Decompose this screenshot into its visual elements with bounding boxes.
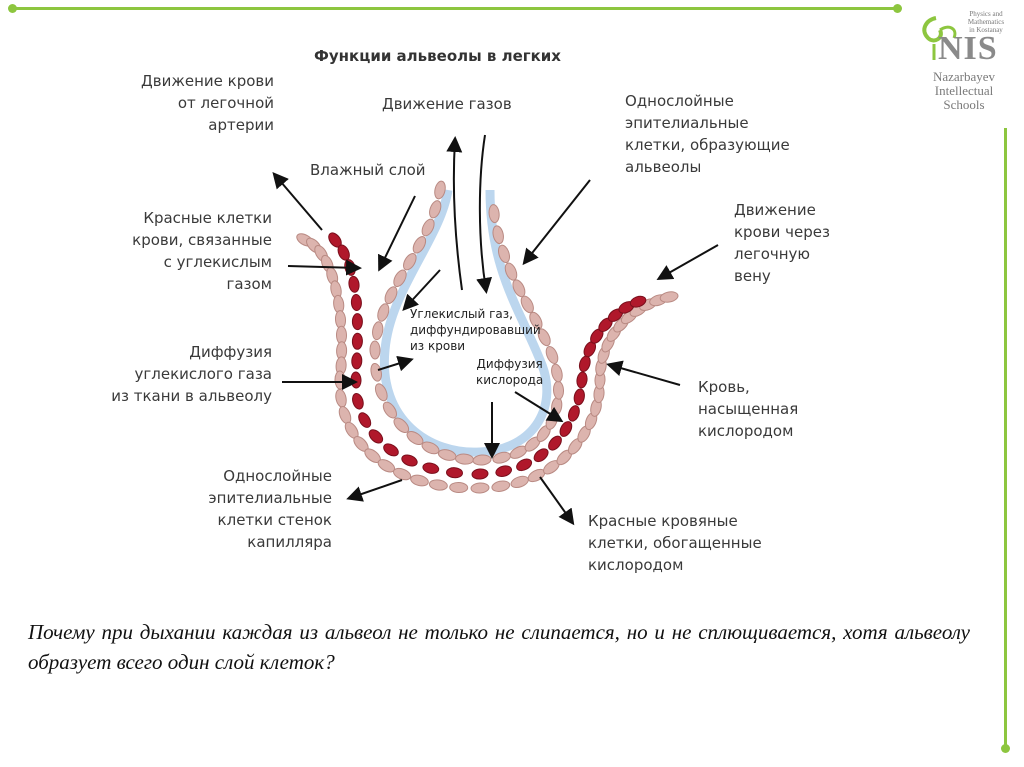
- label-moist-layer: Влажный слой: [310, 159, 426, 181]
- label-line: Однослойные: [196, 465, 332, 487]
- red-blood-cell: [558, 420, 574, 439]
- label-line: насыщенная: [698, 398, 798, 420]
- red-blood-cell: [576, 371, 588, 388]
- capillary-wall-cell: [471, 482, 490, 493]
- label-line: кислородом: [698, 420, 798, 442]
- epithelial-cell: [370, 341, 380, 359]
- red-blood-cell: [367, 427, 385, 445]
- label-line: эпителиальные: [196, 487, 332, 509]
- pointer-arrow: [610, 365, 680, 385]
- capillary-wall-cell: [450, 482, 468, 493]
- label-line: газом: [100, 273, 272, 295]
- label-line: Диффузия: [476, 356, 543, 372]
- label-line: из ткани в альвеолу: [86, 385, 272, 407]
- label-co2-diffused-blood: Углекислый газ, диффундировавший из кров…: [410, 306, 541, 354]
- pointer-arrow: [525, 180, 590, 262]
- label-line: легочную: [734, 243, 830, 265]
- label-line: Углекислый газ,: [410, 306, 541, 322]
- red-blood-cell: [351, 392, 365, 410]
- red-blood-cell: [546, 434, 564, 453]
- red-blood-cell: [578, 355, 592, 373]
- label-line: из крови: [410, 338, 541, 354]
- red-blood-cell: [348, 276, 360, 293]
- label-line: клетки, обогащенные: [588, 532, 762, 554]
- red-blood-cell: [351, 294, 362, 311]
- capillary-wall-cell: [335, 371, 346, 389]
- red-blood-cell: [352, 333, 362, 349]
- label-capillary-epithelial: Однослойные эпителиальные клетки стенок …: [196, 465, 332, 553]
- label-blood-to-vein: Движение крови через легочную вену: [734, 199, 830, 287]
- gas-in-arrow: [480, 135, 486, 290]
- red-blood-cell: [446, 467, 463, 478]
- red-blood-cell: [573, 388, 586, 406]
- label-line: Кровь,: [698, 376, 798, 398]
- pointer-arrow: [660, 245, 718, 278]
- epithelial-cell: [550, 397, 562, 416]
- red-blood-cell: [351, 353, 362, 369]
- label-line: углекислого газа: [86, 363, 272, 385]
- label-line: Однослойные: [625, 90, 790, 112]
- label-line: диффундировавший: [410, 322, 541, 338]
- label-line: вену: [734, 265, 830, 287]
- label-line: кислородом: [588, 554, 762, 576]
- label-line: Красные клетки: [100, 207, 272, 229]
- epithelial-cell: [553, 381, 564, 400]
- red-blood-cell: [382, 441, 401, 458]
- red-blood-cell: [356, 411, 373, 430]
- label-line: от легочной: [108, 92, 274, 114]
- red-blood-cell: [472, 468, 489, 479]
- red-blood-cell: [495, 464, 513, 478]
- epithelial-cell: [544, 345, 560, 365]
- capillary-wall-cell: [659, 290, 679, 303]
- label-oxygenated-blood: Кровь, насыщенная кислородом: [698, 376, 798, 442]
- red-blood-cell: [422, 462, 440, 475]
- label-gas-movement: Движение газов: [382, 93, 512, 115]
- capillary-wall-cell: [410, 473, 430, 487]
- label-line: альвеолы: [625, 156, 790, 178]
- red-blood-cell: [400, 453, 419, 468]
- red-blood-cell: [351, 372, 362, 388]
- label-line: с углекислым: [100, 251, 272, 273]
- red-blood-cell: [352, 314, 362, 330]
- label-o2-diffusion: Диффузия кислорода: [476, 356, 543, 388]
- capillary-wall-cell: [491, 479, 511, 492]
- frame-bottom-right-dot: [1001, 744, 1010, 753]
- pointer-arrow: [275, 175, 322, 230]
- label-red-cells-co2: Красные клетки крови, связанные с углеки…: [100, 207, 272, 295]
- label-line: крови, связанные: [100, 229, 272, 251]
- label-line: крови через: [734, 221, 830, 243]
- label-line: Движение крови: [108, 70, 274, 92]
- gas-out-arrow: [454, 140, 462, 290]
- label-line: Диффузия: [86, 341, 272, 363]
- label-line: эпителиальные: [625, 112, 790, 134]
- label-line: артерии: [108, 114, 274, 136]
- capillary-wall-cell: [510, 474, 530, 489]
- red-blood-cell: [567, 404, 582, 422]
- pointer-arrow: [350, 480, 402, 498]
- label-epithelial-alveoli: Однослойные эпителиальные клетки, образу…: [625, 90, 790, 178]
- label-blood-from-artery: Движение крови от легочной артерии: [108, 70, 274, 136]
- pointer-arrow: [540, 477, 572, 522]
- question-text: Почему при дыхании каждая из альвеол не …: [28, 617, 970, 677]
- label-line: Движение: [734, 199, 830, 221]
- label-line: Красные кровяные: [588, 510, 762, 532]
- label-red-cells-o2: Красные кровяные клетки, обогащенные кис…: [588, 510, 762, 576]
- label-line: клетки, образующие: [625, 134, 790, 156]
- capillary-wall-cell: [334, 388, 347, 408]
- epithelial-cell: [550, 363, 564, 383]
- label-line: клетки стенок: [196, 509, 332, 531]
- label-line: кислорода: [476, 372, 543, 388]
- label-line: капилляра: [196, 531, 332, 553]
- red-blood-cell: [515, 457, 534, 473]
- capillary-wall-cell: [429, 479, 448, 491]
- label-co2-diffusion-tissue: Диффузия углекислого газа из ткани в аль…: [86, 341, 272, 407]
